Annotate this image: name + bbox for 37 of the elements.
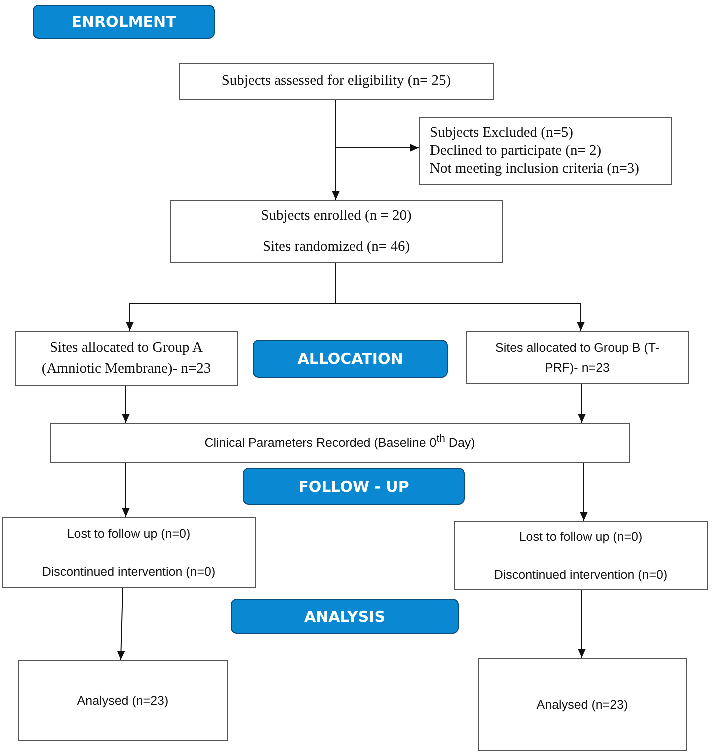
box-text: Sites allocated to Group B (T-PRF)- n=23 (494, 340, 660, 377)
process-box (466, 331, 689, 384)
stage-label: ANALYSIS (231, 599, 459, 634)
box-text: Discontinued intervention (n=0) (494, 566, 668, 584)
process-box (50, 423, 630, 463)
box-text: Analysed (n=23) (77, 692, 169, 710)
arrow (117, 588, 126, 660)
box-text: Sites randomized (n= 46) (262, 238, 410, 256)
arrow (336, 262, 585, 332)
box-text: Subjects assessed for eligibility (n= 25) (222, 72, 452, 92)
arrow (580, 462, 588, 522)
process-box (2, 517, 256, 588)
box-text: Sites allocated to Group A (Amniotic Membrane)- n=23 (40, 339, 212, 378)
box-text: Clinical Parameters Recorded (Baseline 0$^{th}$ Day) (204, 433, 476, 453)
process-box (179, 63, 494, 100)
stage-label: ALLOCATION (253, 340, 448, 378)
arrow (578, 384, 586, 424)
box-text: Analysed (n=23) (536, 696, 628, 714)
box-text: Declined to participate (n= 2) (430, 142, 602, 160)
box-text: Lost to follow up (n=0) (519, 528, 643, 546)
box-text: Not meeting inclusion criteria (n=3) (430, 160, 640, 178)
process-box (454, 521, 708, 590)
box-text: Subjects Excluded (n=5) (430, 124, 574, 142)
stage-label: FOLLOW - UP (243, 468, 465, 505)
box-text: Subjects enrolled (n = 20) (261, 207, 412, 226)
box-text: Lost to follow up (n=0) (67, 526, 191, 543)
process-box (170, 200, 503, 263)
arrow (336, 100, 420, 152)
box-text: Discontinued intervention (n=0) (42, 564, 216, 581)
arrow (122, 462, 130, 518)
process-box (419, 117, 672, 185)
process-box (18, 660, 228, 741)
process-box (15, 331, 238, 386)
arrow (578, 590, 586, 658)
arrow (122, 386, 130, 424)
process-box (478, 658, 687, 751)
stage-label: ENROLMENT (33, 5, 215, 39)
